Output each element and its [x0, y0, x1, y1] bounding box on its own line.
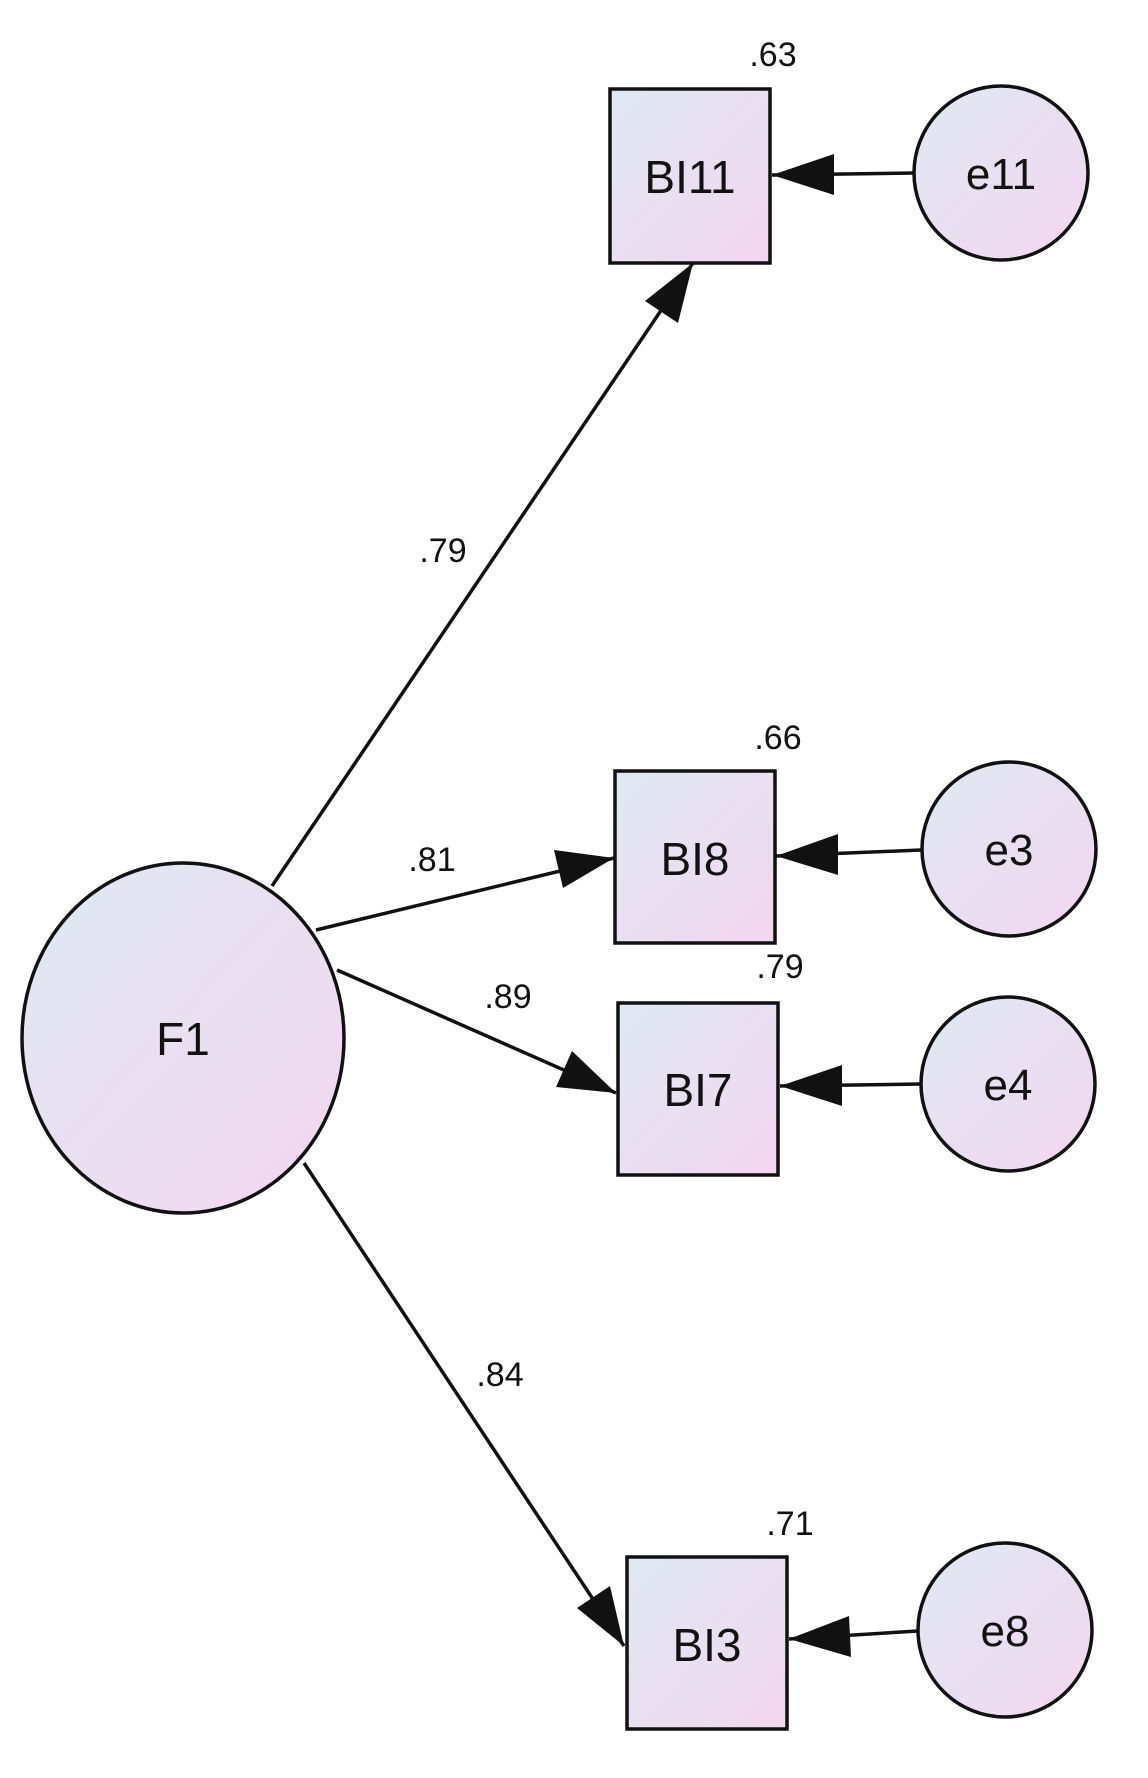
indicator-bi7-label: BI7 — [663, 1064, 732, 1116]
indicator-bi11-box — [608, 87, 772, 265]
loading-bi11: .79 — [419, 532, 466, 570]
arrowhead-bi7 — [556, 1051, 616, 1093]
latent-factor-shape — [20, 861, 346, 1215]
indicator-bi3-box — [625, 1555, 789, 1731]
arrowhead-bi8 — [554, 850, 614, 888]
loading-labels: .79 .81 .89 .84 — [408, 532, 531, 1394]
latent-factor-label: F1 — [156, 1013, 210, 1065]
error-e4-label: e4 — [984, 1061, 1033, 1110]
error-e11[interactable]: e11 — [912, 84, 1090, 262]
arrowhead-e11 — [772, 154, 834, 195]
loading-bi7: .89 — [484, 978, 531, 1016]
path-f1-bi3 — [302, 1162, 626, 1647]
error-e11-label: e11 — [966, 150, 1036, 199]
error-e3-circle — [920, 760, 1098, 938]
indicator-bi3-label: BI3 — [672, 1619, 741, 1671]
path-f1-bi11 — [270, 262, 695, 887]
arrowhead-e3 — [776, 834, 838, 875]
indicator-bi8[interactable]: BI8 — [613, 769, 777, 945]
error-e11-circle — [912, 84, 1090, 262]
error-e3-label: e3 — [985, 826, 1034, 875]
r-squared-bi3: .71 — [766, 1505, 813, 1543]
r-squared-labels: .63 .66 .79 .71 — [749, 36, 813, 1543]
indicator-bi11-label: BI11 — [644, 151, 735, 203]
error-e8-label: e8 — [981, 1607, 1030, 1656]
loading-bi3: .84 — [476, 1356, 523, 1394]
arrowhead-bi11 — [645, 263, 693, 323]
error-paths — [771, 154, 922, 1657]
error-e8-circle — [916, 1541, 1094, 1719]
indicator-bi7[interactable]: BI7 — [616, 1001, 780, 1177]
indicator-bi8-box — [613, 769, 777, 945]
error-e8[interactable]: e8 — [916, 1541, 1094, 1719]
indicator-bi3[interactable]: BI3 — [625, 1555, 789, 1731]
indicator-bi7-box — [616, 1001, 780, 1177]
error-e4[interactable]: e4 — [919, 995, 1097, 1173]
loading-bi8: .81 — [408, 841, 455, 879]
error-e4-circle — [919, 995, 1097, 1173]
arrowhead-e4 — [780, 1065, 842, 1106]
loading-paths — [270, 262, 695, 1647]
r-squared-bi7: .79 — [756, 948, 803, 986]
arrowhead-bi3 — [577, 1586, 624, 1646]
indicator-bi11[interactable]: BI11 — [608, 87, 772, 265]
arrowhead-e8 — [789, 1616, 851, 1657]
r-squared-bi11: .63 — [749, 36, 796, 74]
latent-factor-f1[interactable]: F1 — [20, 861, 346, 1215]
r-squared-bi8: .66 — [754, 719, 801, 757]
error-e3[interactable]: e3 — [920, 760, 1098, 938]
indicator-bi8-label: BI8 — [660, 833, 729, 885]
